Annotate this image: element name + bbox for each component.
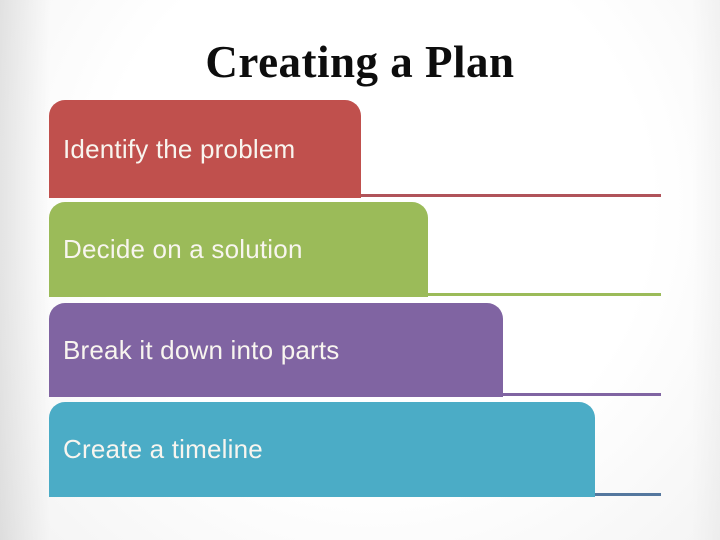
list-item-identify-problem: Identify the problem [49, 100, 661, 198]
item-label: Break it down into parts [63, 334, 340, 365]
list-item-break-down-parts: Break it down into parts [49, 303, 661, 397]
item-label: Decide on a solution [63, 234, 303, 265]
item-bar: Identify the problem [49, 100, 361, 198]
item-bar: Decide on a solution [49, 202, 428, 297]
slide-title: Creating a Plan [205, 37, 515, 87]
item-label: Identify the problem [63, 133, 296, 164]
item-label: Create a timeline [63, 434, 263, 465]
list-item-create-timeline: Create a timeline [49, 402, 661, 497]
item-bar: Create a timeline [49, 402, 595, 497]
item-bar: Break it down into parts [49, 303, 503, 397]
list-item-decide-solution: Decide on a solution [49, 202, 661, 297]
